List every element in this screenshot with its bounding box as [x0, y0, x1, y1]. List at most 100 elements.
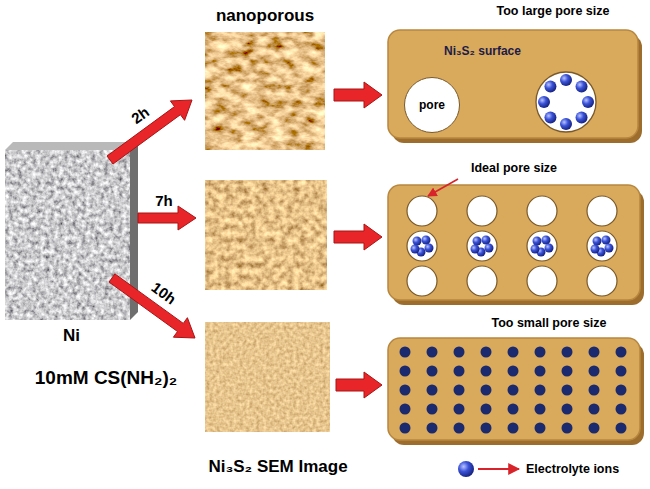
electrolyte-ion — [582, 96, 594, 108]
ideal-pore — [407, 196, 437, 226]
small-pore — [400, 404, 411, 415]
small-pore — [589, 347, 600, 358]
column-caption: Ni₃S₂ SEM Image — [208, 457, 347, 477]
electrolyte-ion — [482, 236, 491, 245]
small-pore — [535, 366, 546, 377]
small-pore — [427, 404, 438, 415]
electrolyte-ion — [593, 237, 602, 246]
electrolyte-ion — [411, 245, 420, 254]
electrolyte-ion — [602, 236, 611, 245]
small-pore — [454, 404, 465, 415]
ideal-pore — [407, 266, 437, 296]
leader-arrow — [428, 179, 458, 196]
large-pore — [536, 72, 596, 132]
small-pore — [562, 385, 573, 396]
panel-heading: Ideal pore size — [388, 161, 640, 175]
small-pore — [508, 404, 519, 415]
small-pore — [481, 423, 492, 434]
small-pore — [481, 366, 492, 377]
panel-heading: Too large pore size — [428, 4, 650, 18]
pore-circle: pore — [404, 77, 460, 133]
small-pore — [427, 347, 438, 358]
electrolyte-ion — [576, 112, 588, 124]
small-pore — [481, 347, 492, 358]
electrolyte-ion — [538, 96, 550, 108]
small-pore — [481, 404, 492, 415]
ni3s2-surface — [388, 338, 640, 440]
electrolyte-ion — [471, 245, 480, 254]
ideal-pore — [587, 196, 617, 226]
electrolyte-ion — [473, 237, 482, 246]
surface-label: Ni₃S₂ surface — [444, 44, 521, 58]
legend-text: Electrolyte ions — [526, 462, 619, 476]
ideal-pore — [467, 231, 497, 261]
ideal-pore — [587, 266, 617, 296]
small-pore — [589, 366, 600, 377]
electrolyte-ion — [422, 236, 431, 245]
electrolyte-ion — [542, 236, 551, 245]
electrolyte-ion — [544, 80, 556, 92]
small-pore — [616, 366, 627, 377]
small-pore — [535, 423, 546, 434]
process-arrow — [138, 206, 196, 230]
process-arrow — [334, 82, 382, 108]
time-label: 10h — [149, 279, 180, 308]
small-pore — [454, 423, 465, 434]
small-pore — [481, 385, 492, 396]
electrolyte-ion — [591, 245, 600, 254]
foam-front-face — [5, 150, 130, 320]
sem-image — [205, 32, 325, 150]
small-pore — [562, 366, 573, 377]
electrolyte-ion — [413, 237, 422, 246]
panel-heading: Too small pore size — [423, 316, 650, 330]
small-pore — [589, 385, 600, 396]
decoration — [107, 30, 644, 445]
small-pore — [427, 423, 438, 434]
ni-foam-image — [5, 142, 138, 320]
column-title: nanoporous — [216, 6, 314, 26]
ideal-pore — [527, 266, 557, 296]
process-arrow — [336, 372, 382, 398]
ni3s2-surface — [388, 30, 638, 138]
legend-arrow — [478, 468, 519, 470]
electrolyte-ion — [560, 118, 572, 130]
electrolyte-ion — [531, 245, 540, 254]
small-pore — [508, 423, 519, 434]
small-pore — [400, 347, 411, 358]
small-pore — [454, 385, 465, 396]
small-pore — [535, 385, 546, 396]
ideal-pore — [467, 196, 497, 226]
small-pore — [589, 404, 600, 415]
pore-label: pore — [419, 98, 445, 112]
electrolyte-ion — [533, 237, 542, 246]
ideal-pore — [467, 266, 497, 296]
ni3s2-surface — [388, 185, 640, 300]
electrolyte-ion — [544, 112, 556, 124]
small-pore — [562, 423, 573, 434]
sem-image — [205, 322, 330, 432]
small-pore — [589, 423, 600, 434]
small-pore — [427, 385, 438, 396]
small-pore — [616, 385, 627, 396]
small-pore — [427, 366, 438, 377]
time-label: 2h — [128, 103, 152, 127]
material-label: Ni — [5, 326, 138, 346]
small-pore — [616, 347, 627, 358]
sem-image — [205, 180, 327, 290]
electrolyte-ion — [425, 244, 434, 253]
schematic-panel: Ideal pore size — [388, 185, 640, 300]
small-pore — [562, 404, 573, 415]
ideal-pore — [407, 231, 437, 261]
time-label: 7h — [155, 192, 173, 209]
small-pore — [508, 347, 519, 358]
small-pore — [562, 347, 573, 358]
small-pore — [616, 423, 627, 434]
process-arrow — [109, 274, 195, 338]
small-pore — [535, 347, 546, 358]
ideal-pore — [587, 231, 617, 261]
ideal-pore — [527, 196, 557, 226]
small-pore — [454, 366, 465, 377]
ideal-pore — [527, 231, 557, 261]
